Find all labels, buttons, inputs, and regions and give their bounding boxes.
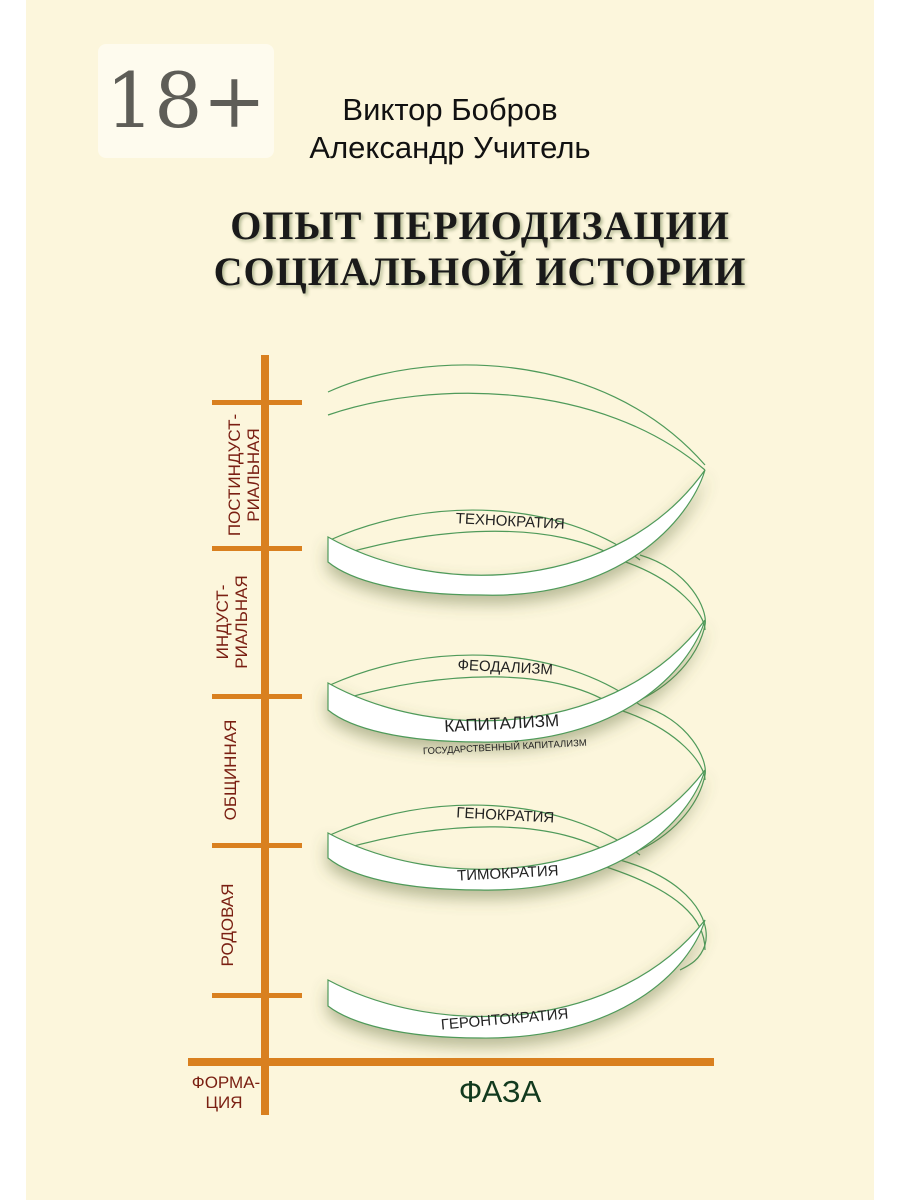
book-title-line-2: СОЦИАЛЬНОЙ ИСТОРИИ (213, 249, 747, 294)
axis-tick (212, 546, 302, 551)
axis-tick (212, 993, 302, 998)
ribbon-capitalism (327, 619, 706, 743)
author-2: Александр Учитель (309, 130, 591, 165)
formation-postindustrial-1: ПОСТИНДУСТ- (225, 414, 244, 536)
phase-timocracy: ТИМОКРАТИЯ (457, 862, 559, 884)
helix-front-ribbons (327, 469, 706, 1039)
phase-genocracy: ГЕНОКРАТИЯ (456, 804, 555, 826)
formation-tribal: РОДОВАЯ (218, 884, 237, 967)
author-1: Виктор Бобров (342, 92, 558, 127)
ribbon-technocracy (327, 469, 706, 596)
y-axis (261, 355, 269, 1115)
formation-communal: ОБЩИННАЯ (221, 720, 240, 821)
formation-postindustrial-2: РИАЛЬНАЯ (244, 428, 263, 521)
book-title-line-1: ОПЫТ ПЕРИОДИЗАЦИИ (230, 203, 730, 248)
axis-tick (212, 694, 302, 699)
axis-tick (212, 400, 302, 405)
y-axis-label-1: ФОРМА- (192, 1073, 260, 1092)
x-axis (188, 1058, 714, 1066)
axes (188, 355, 714, 1115)
ribbon-gerontocracy (327, 919, 706, 1039)
formation-industrial-1: ИНДУСТ- (213, 585, 232, 660)
phase-feudalism: ФЕОДАЛИЗМ (457, 657, 553, 679)
age-rating-badge: 18+ (98, 44, 274, 158)
formation-industrial-2: РИАЛЬНАЯ (232, 575, 251, 668)
y-axis-label-2: ЦИЯ (205, 1093, 242, 1112)
book-cover (26, 0, 874, 1200)
helix-back-arcs (327, 364, 707, 971)
axis-tick (212, 843, 302, 848)
ribbon-timocracy (327, 769, 706, 891)
x-axis-label: ФАЗА (459, 1074, 542, 1109)
phase-technocracy: ТЕХНОКРАТИЯ (455, 510, 565, 533)
